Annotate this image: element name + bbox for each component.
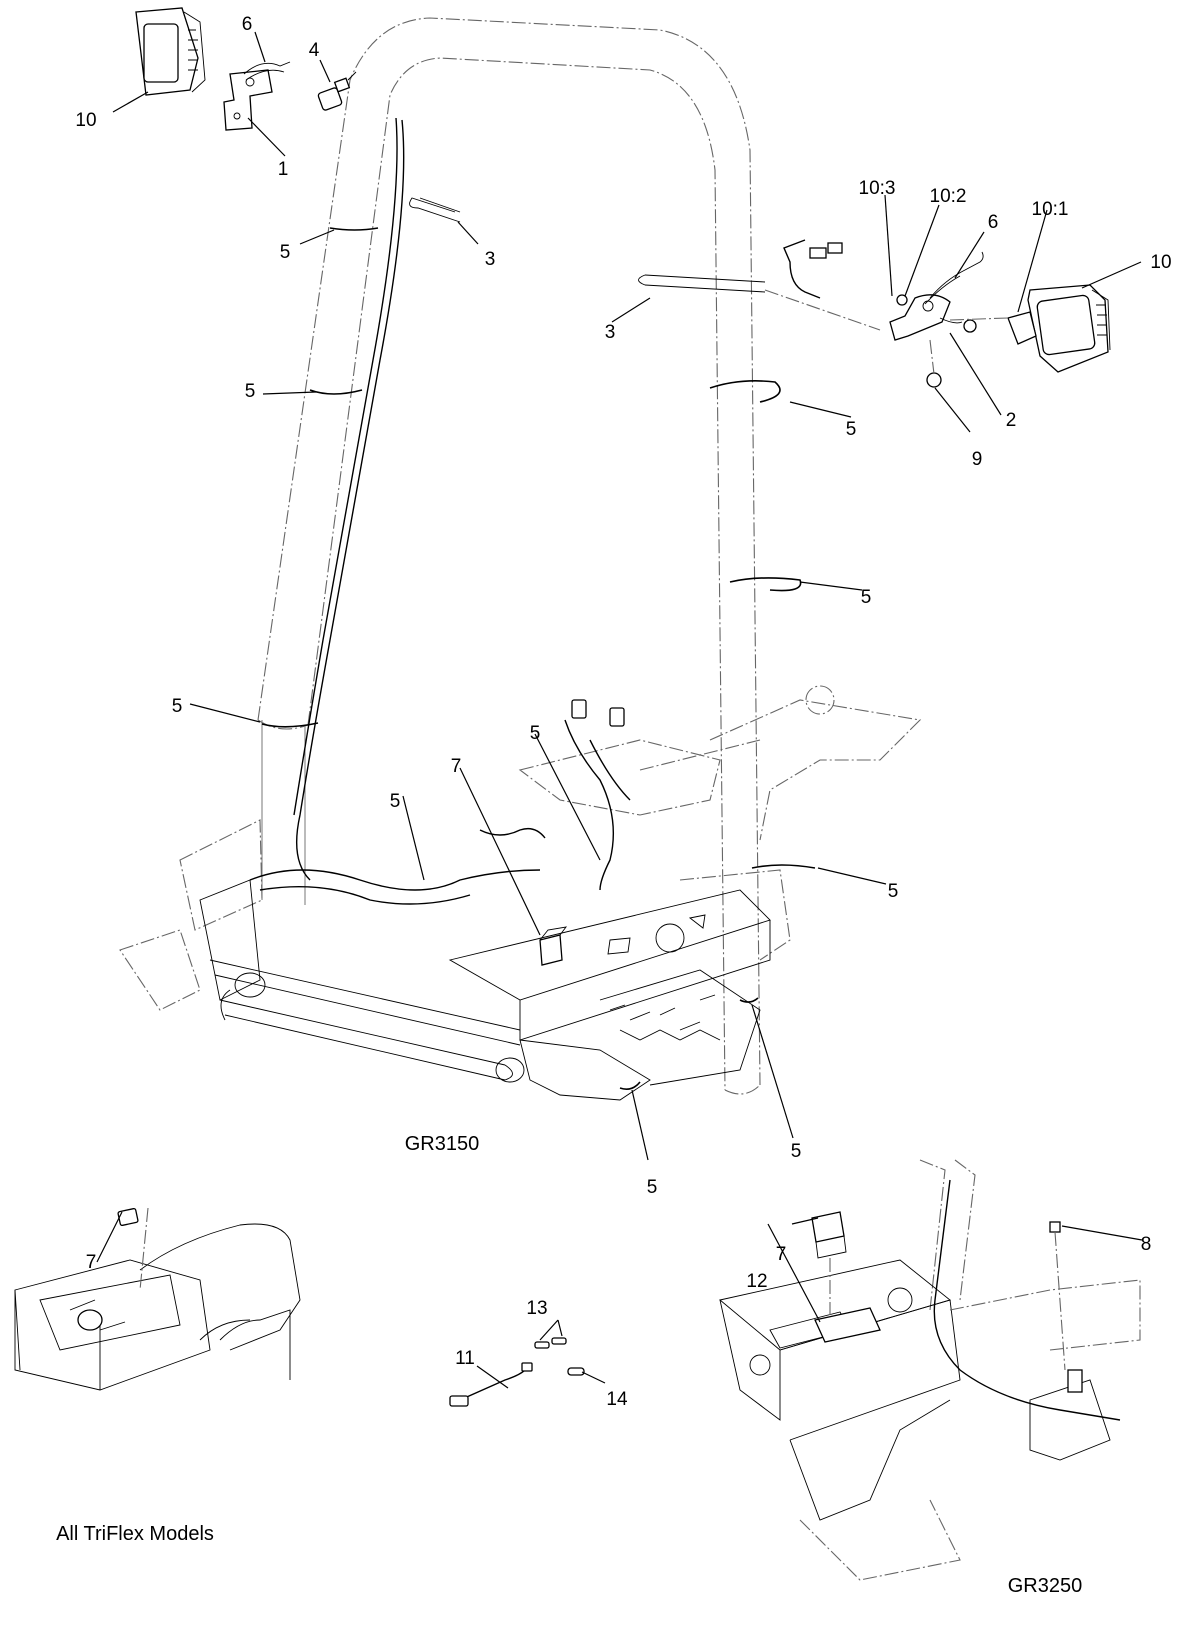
- callout-5: 5: [647, 1177, 658, 1198]
- callout-5: 5: [390, 791, 401, 812]
- callout-8: 8: [1141, 1234, 1152, 1255]
- callout-7: 7: [451, 756, 462, 777]
- leader-lines: [96, 31, 1143, 1389]
- callout-10-3: 10:3: [859, 178, 896, 199]
- callout-6: 6: [242, 14, 253, 35]
- clamp-right: [924, 251, 984, 305]
- callout-5: 5: [280, 242, 291, 263]
- caption-gr3250: GR3250: [1008, 1575, 1083, 1597]
- gr3150-chassis: [119, 685, 922, 1101]
- gr3250-chassis: [719, 1159, 1141, 1581]
- caption-all-triflex-models: All TriFlex Models: [56, 1523, 214, 1545]
- callout-10: 10: [75, 110, 96, 131]
- callout-9: 9: [972, 449, 983, 470]
- mount-bracket-left: [223, 69, 273, 131]
- callout-2: 2: [1006, 410, 1017, 431]
- callout-14: 14: [606, 1389, 628, 1410]
- callout-5: 5: [846, 419, 857, 440]
- callout-3: 3: [485, 249, 496, 270]
- callout-11: 11: [455, 1348, 475, 1369]
- callout-5: 5: [791, 1141, 802, 1162]
- clamp-left: [243, 61, 291, 81]
- work-light-left: [135, 7, 206, 96]
- fuse-harness: [449, 1362, 533, 1407]
- callout-labels: 1 2 3 3 4 5 5 5 5 5 5 5 5 5 5 5 6 6 7 7 …: [75, 14, 1171, 1410]
- callout-10: 10: [1150, 252, 1171, 273]
- callout-4: 4: [309, 40, 320, 61]
- callout-5: 5: [530, 723, 541, 744]
- u-bolt-left: [409, 197, 461, 223]
- callout-10-1: 10:1: [1032, 199, 1069, 220]
- callout-13: 13: [526, 1298, 547, 1319]
- triflex-console: [14, 1207, 301, 1391]
- fuses: [534, 1337, 585, 1376]
- nuts-right: [896, 294, 1009, 388]
- work-light-right: [1007, 284, 1111, 373]
- callout-1: 1: [278, 159, 289, 180]
- u-bolt-right: [638, 274, 881, 331]
- connector-item4: [317, 71, 357, 111]
- caption-gr3150: GR3150: [405, 1133, 480, 1155]
- callout-5: 5: [888, 881, 899, 902]
- callout-10-2: 10:2: [930, 186, 967, 207]
- callout-5: 5: [172, 696, 183, 717]
- callout-3: 3: [605, 322, 616, 343]
- callout-5: 5: [245, 381, 256, 402]
- rops-frame: [257, 17, 761, 1095]
- cable-ties: [261, 227, 816, 869]
- callout-6: 6: [988, 212, 999, 233]
- callout-7: 7: [86, 1252, 97, 1273]
- callout-5: 5: [861, 587, 872, 608]
- mount-bracket-right: [889, 294, 963, 341]
- callout-12: 12: [746, 1271, 767, 1292]
- rops-harness: [293, 117, 843, 881]
- callout-7: 7: [776, 1244, 787, 1265]
